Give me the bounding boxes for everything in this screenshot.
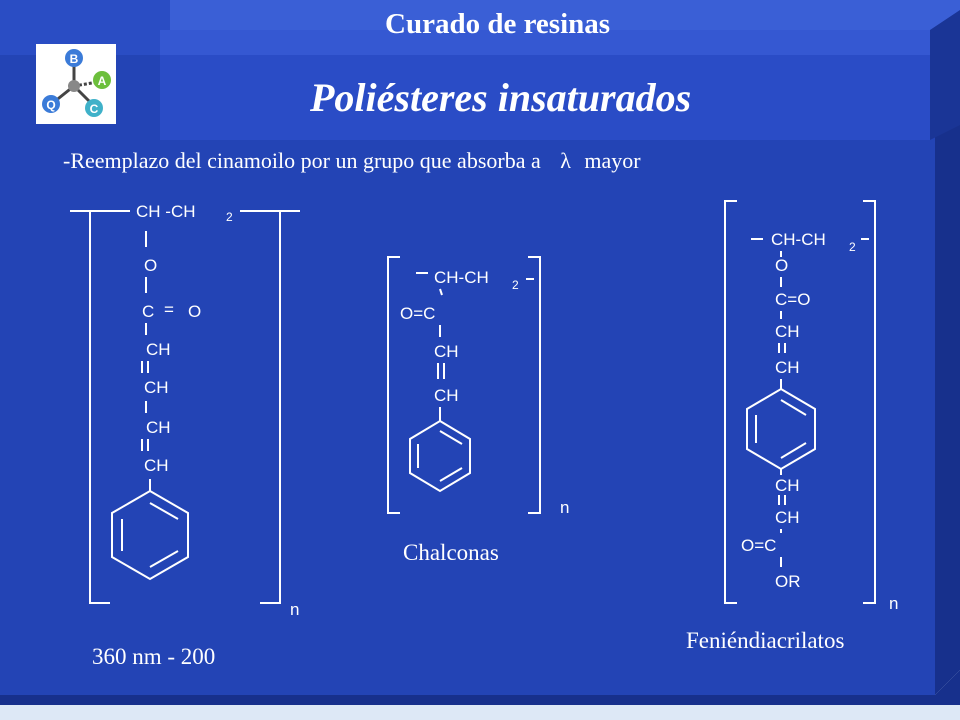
s2-ch1: CH: [434, 342, 459, 361]
s1-ch2: CH: [144, 378, 169, 397]
svg-text:C: C: [90, 102, 99, 116]
s3-o: O: [775, 256, 788, 275]
s1-eq: =: [164, 300, 174, 319]
svg-text:Q: Q: [46, 98, 55, 112]
s1-o2: O: [188, 302, 201, 321]
s2-oc: O=C: [400, 304, 435, 323]
s3-ch2: CH: [775, 358, 800, 377]
s2-top: CH-CH: [434, 268, 489, 287]
s3-n: n: [889, 594, 898, 613]
logo-ball-b: [65, 49, 83, 67]
s2-benzene-ring: [409, 419, 471, 493]
s1-o1: O: [144, 256, 157, 275]
s2-ch2: CH: [434, 386, 459, 405]
s3-top-sub: 2: [849, 240, 856, 254]
s3-oc: O=C: [741, 536, 776, 555]
s1-top-sub: 2: [226, 210, 233, 224]
s3-ch1: CH: [775, 322, 800, 341]
logo-ball-q: [42, 95, 60, 113]
caption-360nm: 360 nm - 200: [92, 644, 216, 669]
intro-suffix: mayor: [584, 148, 641, 173]
structure-chalconas: CH-CH 2 O=C CH CH n: [387, 256, 569, 517]
s1-c: C: [142, 302, 154, 321]
s1-n: n: [290, 600, 299, 619]
s1-ch4: CH: [144, 456, 169, 475]
caption-feniendiacrilatos: Feniéndiacrilatos: [686, 628, 845, 653]
s1-top: CH -CH: [136, 202, 196, 221]
s3-co: C=O: [775, 290, 810, 309]
logo: B A C Q: [42, 49, 111, 117]
structure-feniendiacrilatos: CH-CH 2 O C=O CH CH CH CH O=C OR n: [724, 200, 898, 613]
intro-text: -Reemplazo del cinamoilo por un grupo qu…: [63, 148, 541, 173]
structure-cinamoilo: CH -CH 2 O C = O CH CH CH CH n: [70, 202, 300, 619]
s3-ch3: CH: [775, 476, 800, 495]
s1-benzene-ring: [111, 489, 189, 581]
svg-text:B: B: [70, 52, 79, 66]
s3-ch4: CH: [775, 508, 800, 527]
s3-or: OR: [775, 572, 801, 591]
logo-ball-a: [93, 71, 111, 89]
s2-n: n: [560, 498, 569, 517]
logo-ball-c: [85, 99, 103, 117]
header-title: Curado de resinas: [385, 8, 611, 40]
lambda-symbol: λ: [560, 148, 571, 173]
s3-top: CH-CH: [771, 230, 826, 249]
intro-line: -Reemplazo del cinamoilo por un grupo qu…: [63, 148, 641, 174]
s1-ch1: CH: [146, 340, 171, 359]
s1-ch3: CH: [146, 418, 171, 437]
s2-top-sub: 2: [512, 278, 519, 292]
caption-chalconas: Chalconas: [403, 540, 499, 565]
slide-title: Poliésteres insaturados: [310, 75, 692, 120]
svg-text:A: A: [98, 74, 107, 88]
